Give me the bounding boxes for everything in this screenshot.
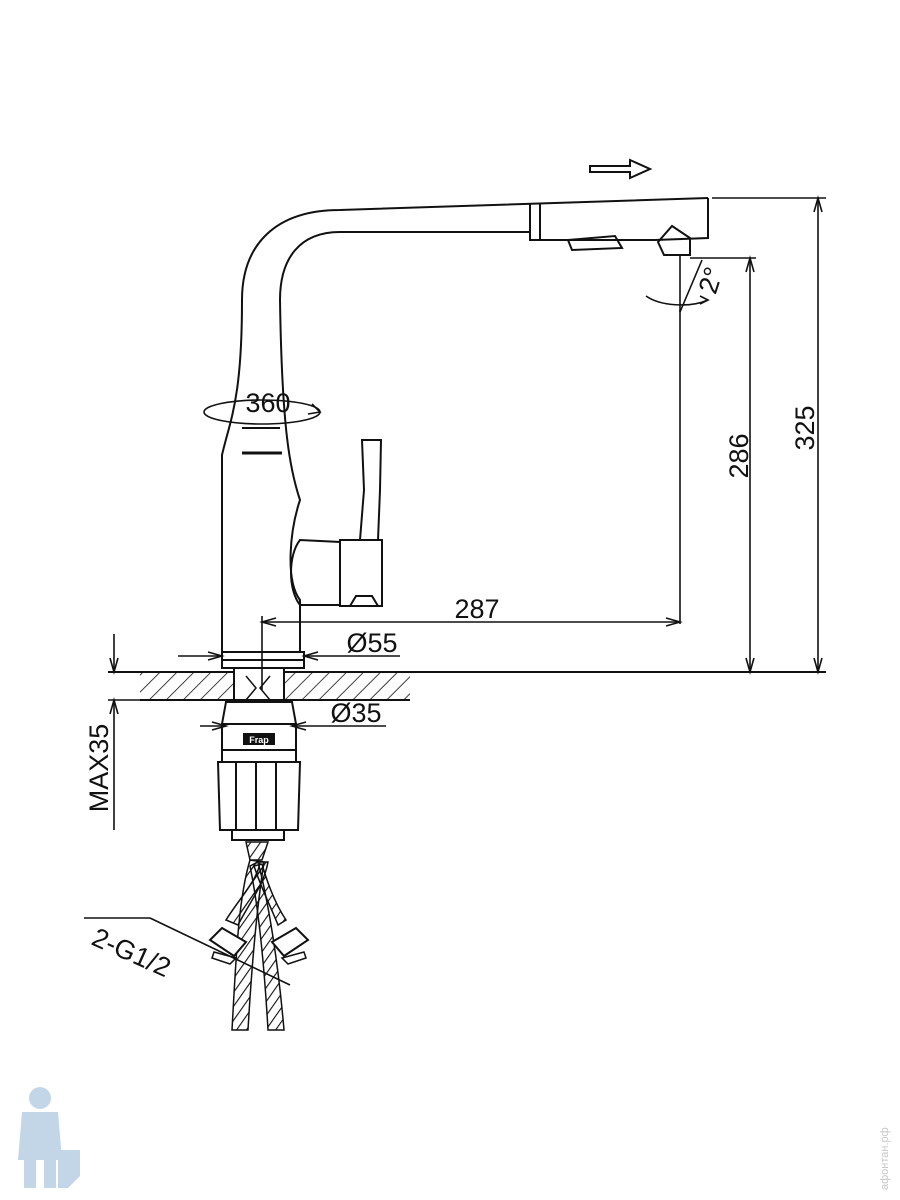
dimension-lines	[84, 195, 826, 986]
mount-shank	[216, 667, 302, 841]
brand-label: Frap	[249, 735, 269, 745]
supply-hoses	[208, 841, 310, 1031]
plumber-logo	[18, 1087, 80, 1188]
watermark-site: афонтан.рф	[879, 1127, 891, 1190]
hose-thread-label: 2-G1/2	[88, 922, 176, 983]
brand-plate	[243, 733, 275, 745]
max-thickness-label: MAX35	[84, 724, 114, 813]
lever-handle	[290, 439, 383, 607]
countertop	[108, 671, 826, 701]
base-diameter-label: Ø55	[346, 628, 397, 658]
pull-out-arrow	[589, 158, 653, 180]
height-spout-label: 286	[724, 433, 754, 478]
reach-label: 287	[454, 594, 499, 624]
height-total-label: 325	[790, 405, 820, 450]
spray-head	[529, 198, 709, 256]
mount-diameter-label: Ø35	[330, 698, 381, 728]
rotation-label: 360	[245, 388, 290, 418]
tilt-label: 2°	[693, 263, 730, 297]
